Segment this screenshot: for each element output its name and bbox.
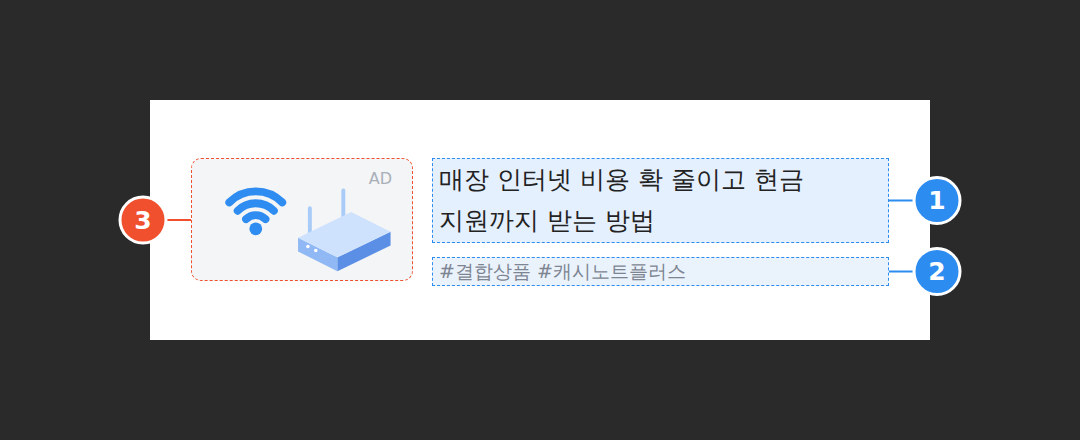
white-panel xyxy=(150,100,930,340)
ad-badge: AD xyxy=(369,169,392,189)
callout-circle xyxy=(120,197,166,243)
image-box: AD xyxy=(191,158,413,281)
callout-number: 1 xyxy=(914,178,960,224)
leader-line xyxy=(889,271,914,273)
leader-line xyxy=(889,200,914,202)
tag-box: #결합상품 #캐시노트플러스 xyxy=(432,257,889,286)
tag-text: #결합상품 #캐시노트플러스 xyxy=(439,258,882,284)
leader-line xyxy=(166,219,191,221)
callout-circle xyxy=(914,178,960,224)
callout-circle xyxy=(914,249,960,295)
title-box: 매장 인터넷 비용 확 줄이고 현금 지원까지 받는 방법 xyxy=(432,158,889,243)
title-text: 매장 인터넷 비용 확 줄이고 현금 지원까지 받는 방법 xyxy=(439,159,882,241)
callout-number: 3 xyxy=(120,197,166,243)
callout-number: 2 xyxy=(914,249,960,295)
